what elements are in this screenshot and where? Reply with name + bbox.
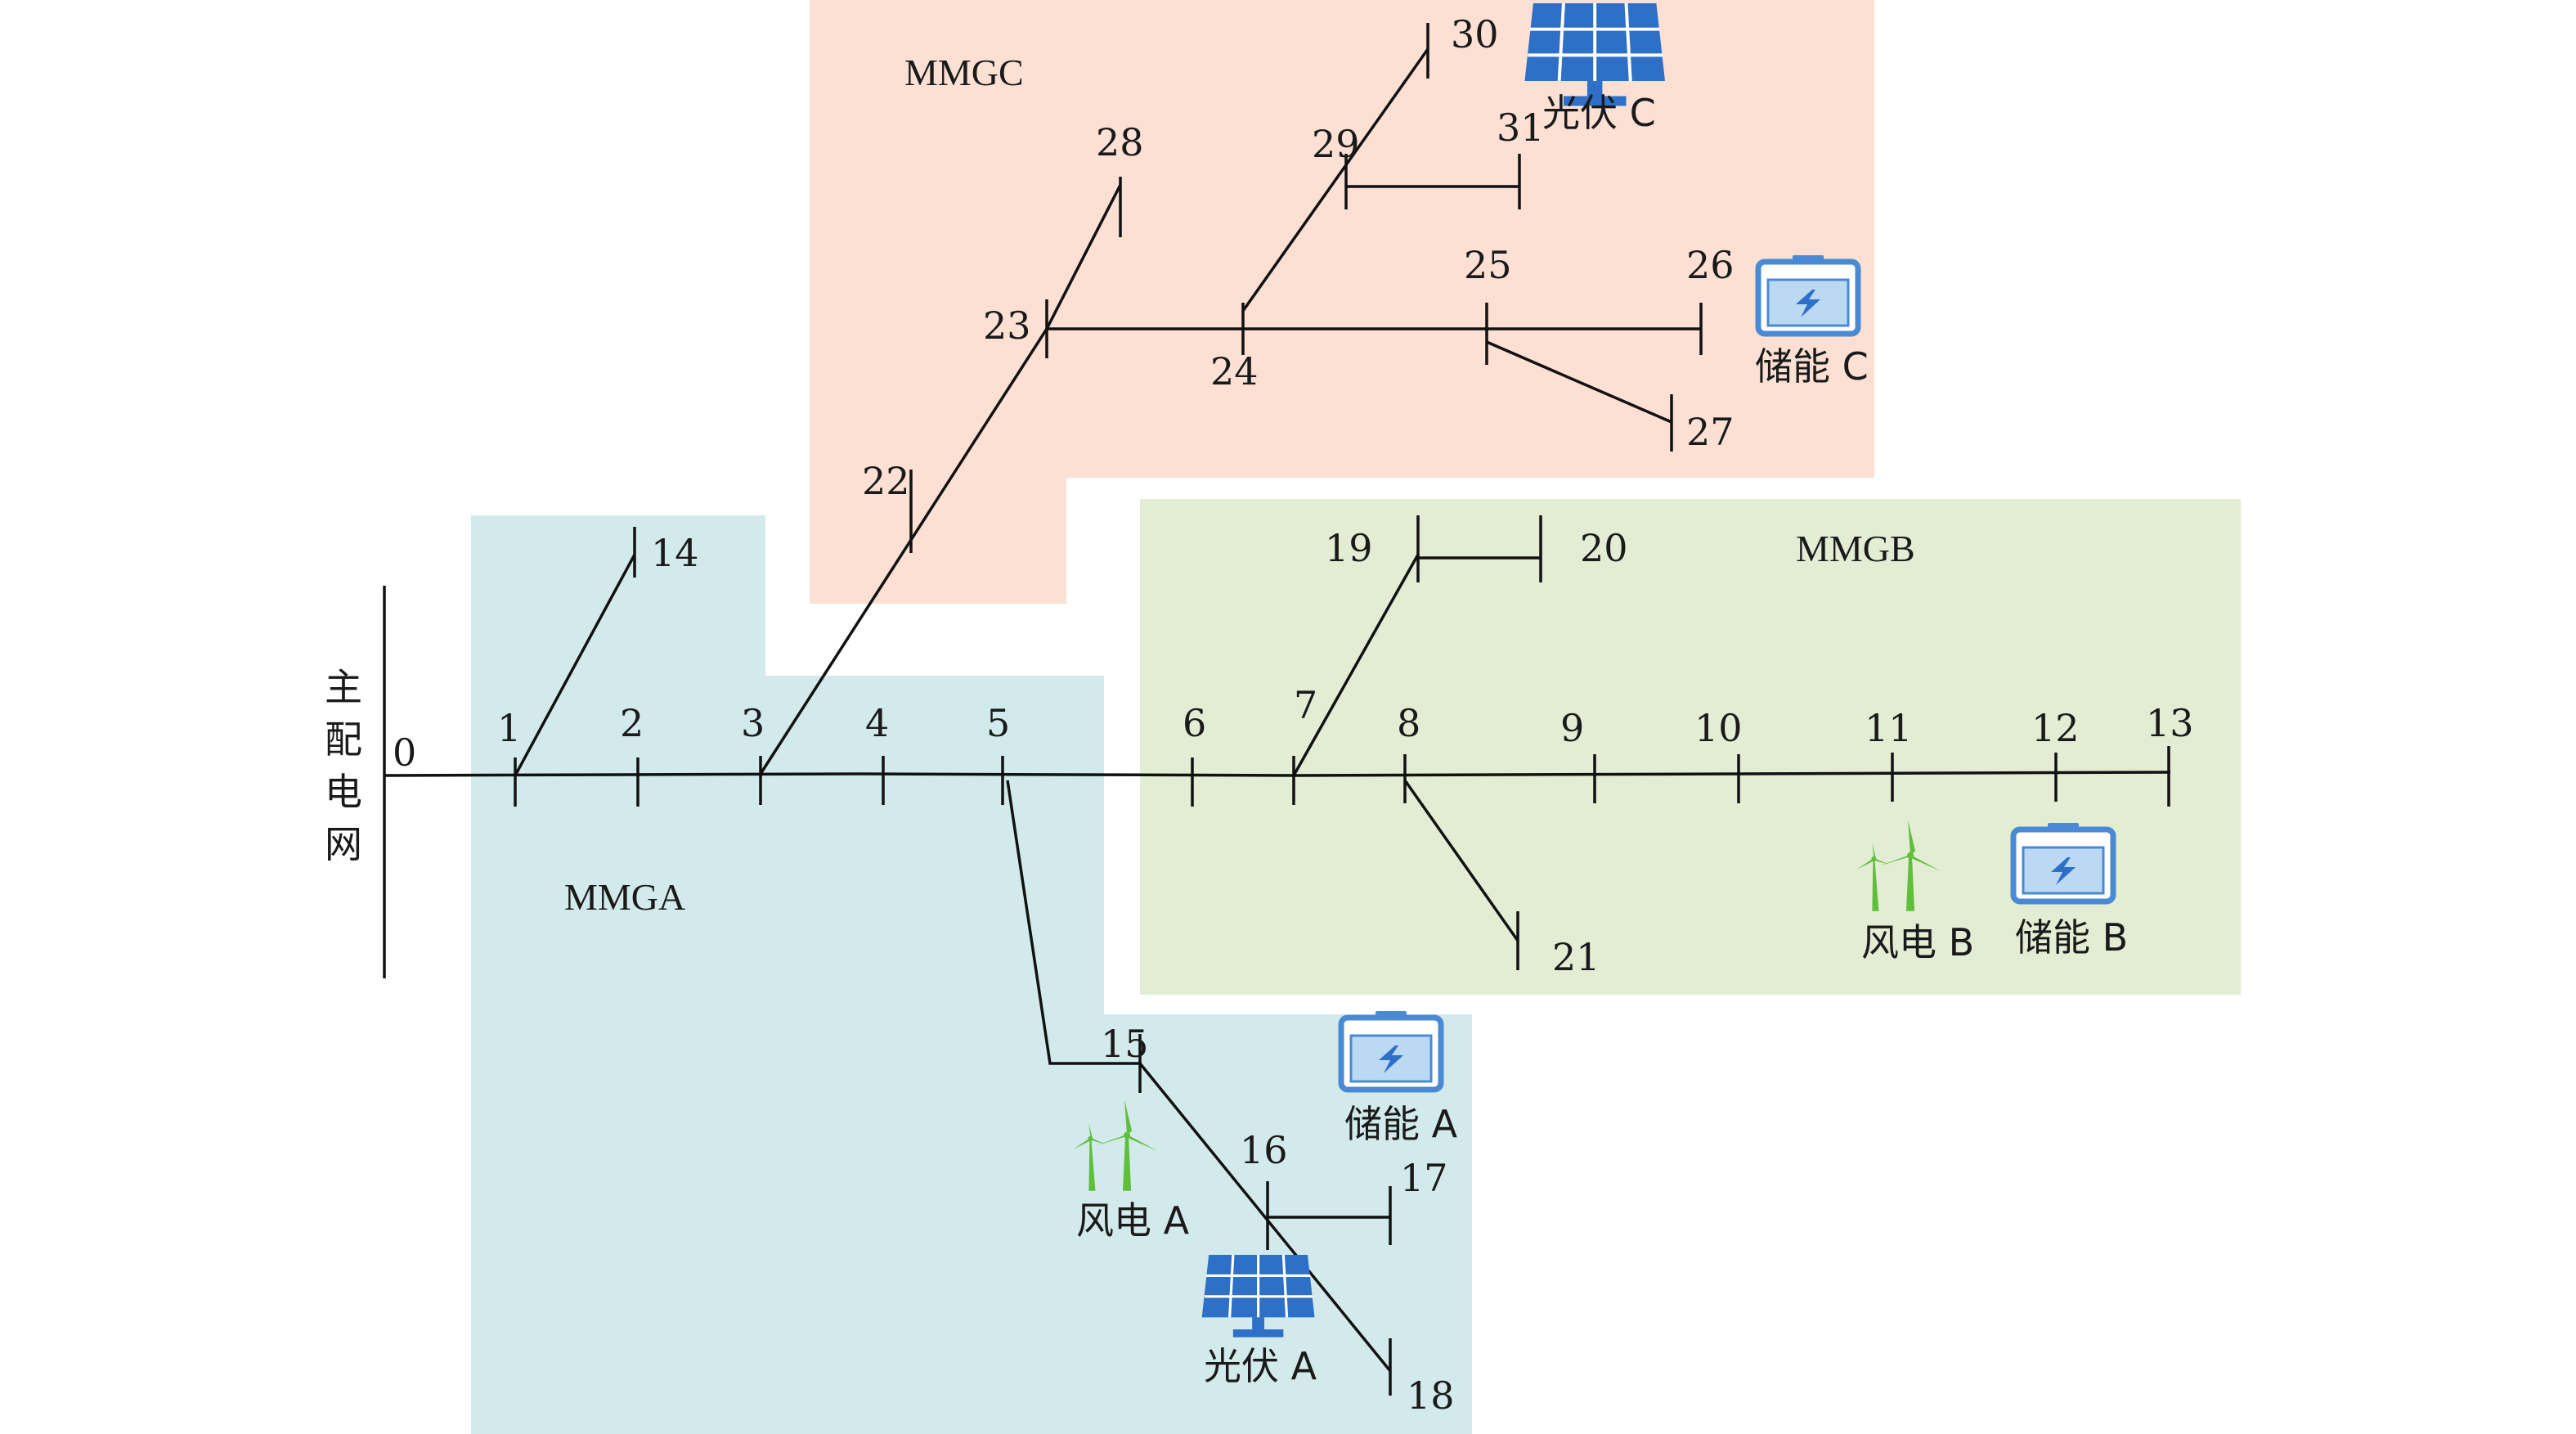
zone-label-mmgb: MMGB <box>1796 528 1915 569</box>
bus-label: 1 <box>497 706 521 750</box>
bus-label: 4 <box>865 701 889 745</box>
device-label-es-b: 储能 B <box>2015 915 2128 960</box>
branch-25-27 <box>1486 340 1672 424</box>
svg-text:主: 主 <box>325 665 362 709</box>
bus-label: 28 <box>1096 120 1144 164</box>
branch-23-28 <box>1045 184 1122 330</box>
bus-label: 25 <box>1464 243 1512 287</box>
bus-label: 12 <box>2031 706 2080 750</box>
branch-1-14 <box>514 554 636 776</box>
svg-text:网: 网 <box>325 822 362 866</box>
device-label-pv-a: 光伏 A <box>1204 1344 1317 1388</box>
bus-label: 23 <box>983 303 1031 348</box>
bus-label: 15 <box>1101 1022 1149 1066</box>
bus-label: 22 <box>862 459 910 503</box>
device-label-wind-b: 风电 B <box>1861 920 1974 964</box>
main-feeder <box>384 771 2171 777</box>
bus-label: 3 <box>741 701 765 745</box>
bus-label: 27 <box>1686 410 1735 454</box>
bus-label: 24 <box>1210 349 1259 393</box>
main-grid-label: 主 配 电 网 <box>325 665 362 866</box>
zone-mmgc <box>810 0 1874 604</box>
bus-label: 16 <box>1240 1128 1288 1172</box>
bus-label: 11 <box>1865 706 1913 750</box>
bus-label: 13 <box>2146 701 2194 745</box>
bus-label: 21 <box>1552 935 1600 979</box>
device-label-es-c: 储能 C <box>1755 344 1869 389</box>
bus-label: 6 <box>1183 701 1206 745</box>
zone-mmga <box>471 515 1472 1434</box>
bus-label: 30 <box>1451 12 1499 56</box>
bus-label: 26 <box>1686 243 1735 287</box>
bus-label: 29 <box>1312 122 1360 166</box>
device-label-pv-c: 光伏 C <box>1542 91 1656 135</box>
branch-5-15 <box>1006 780 1140 1065</box>
bus-label: 14 <box>651 531 699 575</box>
branch-7-19 <box>1292 554 1420 776</box>
branch-8-21 <box>1403 779 1519 942</box>
bus-label: 9 <box>1560 706 1584 750</box>
bus-label: 10 <box>1694 706 1743 750</box>
branch-15-18 <box>1138 1062 1392 1373</box>
branch-3-23 <box>759 328 1048 775</box>
bus-label: 0 <box>393 730 416 775</box>
device-label-es-a: 储能 A <box>1344 1102 1458 1146</box>
battery-icon <box>1758 255 1858 334</box>
svg-text:配: 配 <box>325 717 362 762</box>
bus-label: 7 <box>1294 683 1317 727</box>
bus-label: 2 <box>620 701 644 745</box>
battery-icon <box>2013 823 2113 901</box>
bus-label: 20 <box>1580 526 1628 570</box>
svg-text:电: 电 <box>325 770 362 814</box>
battery-icon <box>1341 1011 1441 1090</box>
feeder-ticks <box>514 746 2170 807</box>
bus-label: 5 <box>986 701 1010 745</box>
bus-label: 18 <box>1407 1373 1455 1418</box>
bus-label: 19 <box>1325 526 1373 570</box>
bus-labels: 0 1 2 3 4 5 6 7 8 9 10 11 12 13 14 15 16… <box>393 12 2194 1418</box>
bus-label: 17 <box>1400 1156 1448 1200</box>
branch-24-30 <box>1241 47 1429 312</box>
bus-label: 31 <box>1497 106 1545 150</box>
device-label-wind-a: 风电 A <box>1076 1198 1190 1243</box>
zone-label-mmga: MMGA <box>564 876 685 918</box>
zone-mmgb <box>1140 499 2241 995</box>
zone-label-mmgc: MMGC <box>904 52 1024 93</box>
bus-label: 8 <box>1397 701 1420 745</box>
